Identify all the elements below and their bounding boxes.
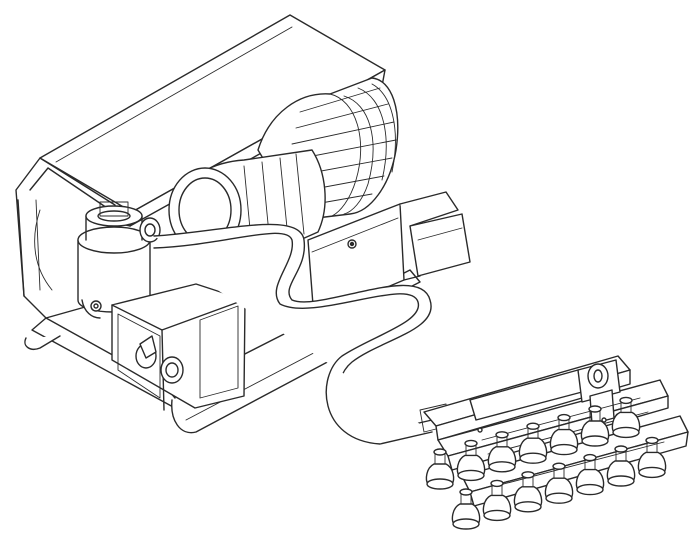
suction-cup xyxy=(518,422,548,464)
control-box xyxy=(90,283,246,411)
suction-cup xyxy=(425,448,455,490)
indicator-lamp xyxy=(160,356,184,384)
suction-cup xyxy=(451,488,481,530)
vacuum-hose xyxy=(153,223,449,445)
suction-cup xyxy=(487,431,517,473)
suction-cup xyxy=(575,453,605,496)
toggle-switch xyxy=(135,335,157,369)
suction-cup xyxy=(580,405,610,447)
suction-cup xyxy=(544,462,574,504)
suction-cup xyxy=(611,396,641,439)
suction-cups xyxy=(425,396,667,530)
suction-cup xyxy=(456,439,486,482)
suction-cup xyxy=(637,436,667,479)
air-filter xyxy=(77,201,161,319)
suction-cup xyxy=(606,445,636,487)
suction-cup xyxy=(513,471,543,513)
suction-cup xyxy=(482,479,512,522)
suction-cup xyxy=(549,413,579,456)
